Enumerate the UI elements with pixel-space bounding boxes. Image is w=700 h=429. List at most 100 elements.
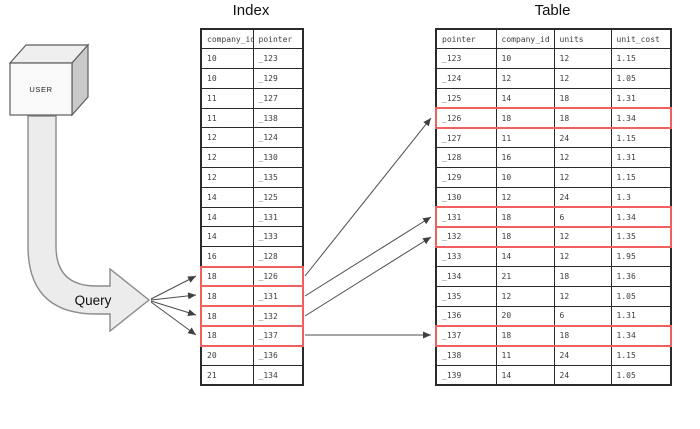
table-cell: 18 bbox=[200, 285, 254, 308]
table-cell: _123 bbox=[435, 48, 497, 70]
index-to-table-arrow-131 bbox=[304, 216, 432, 297]
table-cell: _125 bbox=[252, 186, 304, 208]
index-table-title: Index bbox=[232, 2, 270, 19]
table-cell: 12 bbox=[553, 246, 612, 268]
table-cell: 18 bbox=[553, 107, 612, 129]
table-cell: 24 bbox=[553, 345, 612, 367]
table-cell: _133 bbox=[252, 226, 304, 248]
table-cell: 1.36 bbox=[610, 266, 672, 287]
column-header: unit_cost bbox=[610, 28, 672, 50]
table-cell: 11 bbox=[200, 87, 254, 109]
table-cell: 18 bbox=[200, 305, 254, 327]
table-cell: _134 bbox=[435, 266, 497, 287]
query-to-index-arrow-1 bbox=[150, 275, 197, 300]
table-cell: 1.31 bbox=[610, 147, 672, 169]
column-header: company_id bbox=[200, 28, 254, 50]
table-row: 11_138 bbox=[200, 107, 304, 129]
table-cell: 12 bbox=[553, 147, 612, 169]
table-cell: 1.34 bbox=[610, 206, 672, 228]
table-cell: _123 bbox=[252, 48, 304, 70]
table-cell: 1.35 bbox=[610, 225, 672, 248]
table-cell: 24 bbox=[553, 127, 612, 149]
table-cell: 24 bbox=[553, 186, 612, 208]
table-cell: _126 bbox=[252, 265, 304, 288]
table-row: 14_133 bbox=[200, 226, 304, 248]
table-cell: 21 bbox=[495, 266, 555, 287]
table-cell: 1.3 bbox=[610, 186, 672, 208]
table-cell: 14 bbox=[495, 87, 555, 109]
table-cell: _135 bbox=[252, 167, 304, 188]
table-cell: 1.05 bbox=[610, 365, 672, 386]
table-cell: 1.34 bbox=[610, 324, 672, 347]
table-cell: 20 bbox=[200, 345, 254, 367]
query-to-index-arrows bbox=[150, 275, 197, 336]
table-cell: 12 bbox=[495, 68, 555, 89]
table-cell: 10 bbox=[495, 48, 555, 70]
table-cell: 18 bbox=[553, 266, 612, 287]
column-header: units bbox=[553, 28, 612, 50]
table-cell: _138 bbox=[252, 107, 304, 129]
table-cell: _127 bbox=[435, 127, 497, 149]
index-to-table-arrow-126 bbox=[304, 117, 432, 277]
table-cell: 1.05 bbox=[610, 68, 672, 89]
table-cell: _131 bbox=[252, 206, 304, 228]
table-row: 12_130 bbox=[200, 147, 304, 169]
table-cell: 18 bbox=[495, 225, 555, 248]
table-cell: 12 bbox=[200, 167, 254, 188]
table-cell: 12 bbox=[553, 225, 612, 248]
table-cell: 18 bbox=[553, 324, 612, 347]
index-to-table-arrow-132 bbox=[304, 236, 432, 317]
table-cell: 1.31 bbox=[610, 87, 672, 109]
table-cell: 21 bbox=[200, 365, 254, 386]
column-header: company_id bbox=[495, 28, 555, 50]
table-cell: 1.31 bbox=[610, 305, 672, 327]
table-cell: 12 bbox=[553, 285, 612, 307]
column-header: pointer bbox=[252, 28, 304, 50]
table-cell: 6 bbox=[553, 305, 612, 327]
table-cell: 11 bbox=[200, 107, 254, 129]
table-row: 21_134 bbox=[200, 365, 304, 386]
table-cell: 14 bbox=[200, 226, 254, 248]
table-cell: 12 bbox=[495, 186, 555, 208]
table-cell: _137 bbox=[252, 324, 304, 347]
query-block-arrow bbox=[27, 115, 151, 333]
table-cell: _135 bbox=[435, 285, 497, 307]
index-to-table-arrows bbox=[304, 117, 432, 339]
table-cell: 12 bbox=[553, 48, 612, 70]
table-cell: 10 bbox=[495, 167, 555, 188]
query-to-index-arrow-4 bbox=[150, 301, 197, 336]
table-cell: 1.15 bbox=[610, 48, 672, 70]
table-cell: 18 bbox=[200, 324, 254, 347]
query-to-index-arrow-3 bbox=[150, 300, 197, 316]
table-cell: 1.15 bbox=[610, 127, 672, 149]
table-cell: 18 bbox=[200, 265, 254, 288]
table-cell: _136 bbox=[252, 345, 304, 367]
table-cell: _137 bbox=[435, 324, 497, 347]
table-cell: _131 bbox=[252, 285, 304, 308]
table-row: 18_137 bbox=[200, 324, 304, 347]
table-row: 11_127 bbox=[200, 87, 304, 109]
table-cell: _132 bbox=[435, 225, 497, 248]
query-label: Query bbox=[75, 293, 112, 308]
table-cell: 10 bbox=[200, 48, 254, 70]
table-cell: 14 bbox=[200, 206, 254, 228]
table-cell: 16 bbox=[495, 147, 555, 169]
table-cell: 10 bbox=[200, 68, 254, 89]
table-row: 20_136 bbox=[200, 345, 304, 367]
table-cell: 18 bbox=[553, 87, 612, 109]
table-cell: 1.15 bbox=[610, 345, 672, 367]
table-cell: _138 bbox=[435, 345, 497, 367]
